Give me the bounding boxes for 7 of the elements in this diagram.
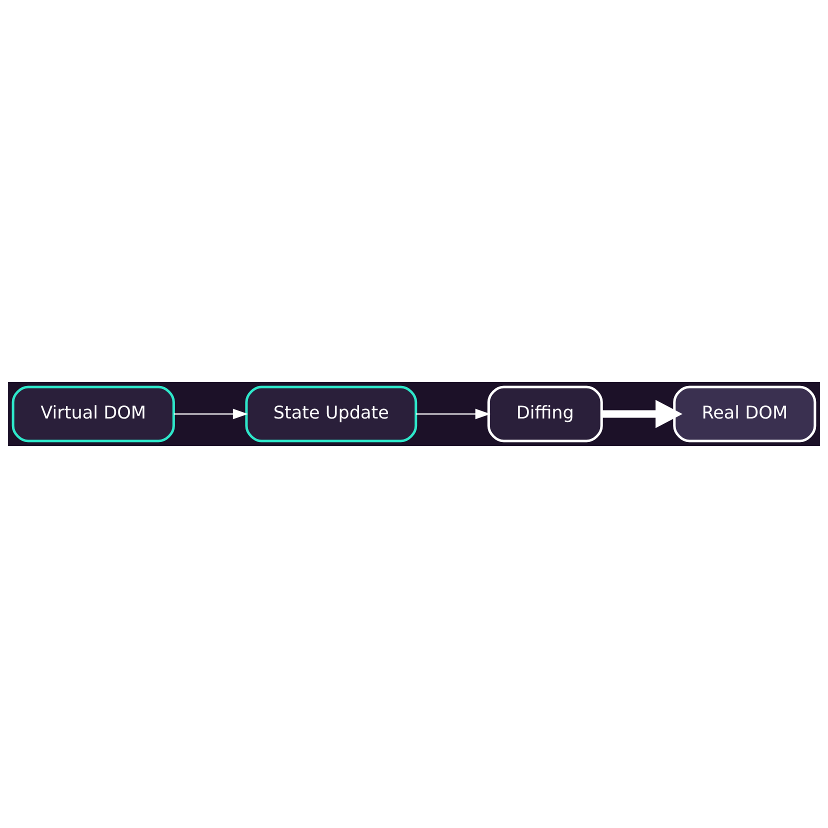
node-box: Diffing xyxy=(487,386,603,442)
node-box: State Update xyxy=(245,386,418,442)
arrow xyxy=(416,408,490,420)
arrow xyxy=(174,408,248,420)
node-box: Real DOM xyxy=(673,386,816,442)
node-box: Virtual DOM xyxy=(12,386,175,442)
arrow xyxy=(602,400,682,428)
